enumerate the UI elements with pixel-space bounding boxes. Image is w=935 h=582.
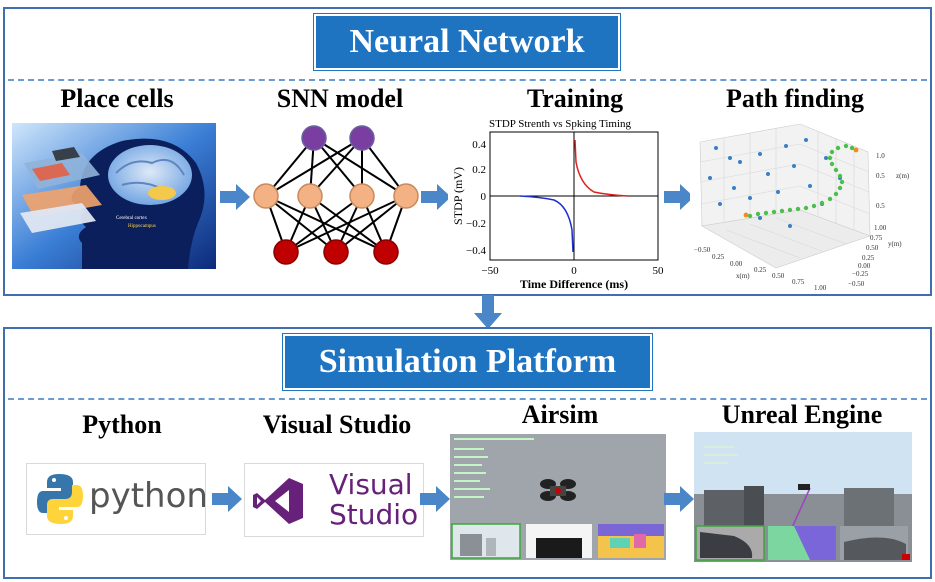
y-tick-3d: −0.50: [848, 280, 865, 288]
y-tick: −0.2: [466, 218, 486, 230]
neural-network-banner: Neural Network: [313, 13, 621, 71]
stage-label-airsim: Airsim: [521, 400, 599, 429]
visual-studio-icon: [253, 478, 303, 524]
python-logo: python: [26, 463, 206, 535]
stage-label-python: Python: [82, 410, 162, 439]
visual-studio-text-1: Visual: [329, 468, 413, 501]
stage-label-snn-model: SNN model: [276, 84, 404, 113]
x-tick-3d: 0.00: [730, 260, 743, 268]
y-tick-3d: −0.25: [852, 270, 869, 278]
arrow-right-icon: [664, 184, 694, 210]
snn-model-diagram: [253, 125, 419, 265]
stdp-chart-title: STDP Strenth vs Spking Timing: [489, 118, 632, 130]
y-tick: −0.4: [466, 245, 486, 257]
z-tick: 0.5: [876, 172, 885, 180]
place-cells-brain-image: Cerebral cortex Hippocampus: [12, 123, 216, 269]
z-tick: 0.5: [876, 202, 885, 210]
arrow-right-icon: [420, 486, 450, 512]
y-label-3d: y(m): [888, 240, 902, 248]
stage-label-unreal-engine: Unreal Engine: [721, 400, 883, 429]
python-icon: [37, 474, 83, 524]
visual-studio-logo: Visual Studio: [244, 463, 424, 537]
brain-annotation-2: Hippocampus: [128, 224, 156, 229]
neuron-hidden: [349, 183, 375, 209]
y-tick-3d: 0.25: [862, 254, 875, 262]
x-tick: 50: [653, 265, 665, 277]
neuron-hidden: [393, 183, 419, 209]
stage-label-place-cells: Place cells: [60, 84, 174, 113]
x-label-3d: x(m): [736, 272, 750, 280]
neuron-hidden: [297, 183, 323, 209]
path-finding-3d-plot: 1.0 0.5 z(m) 0.5 1.00 0.75 0.50 y(m) 0.2…: [690, 118, 924, 292]
x-tick: 0: [571, 265, 577, 277]
ltd-curve: [519, 195, 574, 253]
x-tick-3d: 0.25: [712, 253, 725, 261]
x-tick-3d: −0.50: [694, 246, 711, 254]
simulation-platform-divider: [8, 398, 927, 400]
ltp-curve: [574, 139, 629, 197]
x-tick: −50: [481, 265, 499, 277]
y-tick: 0.4: [472, 139, 486, 151]
y-tick-3d: 0.00: [858, 262, 871, 270]
z-tick: 1.0: [876, 152, 885, 160]
x-tick-3d: 0.25: [754, 266, 767, 274]
arrow-down-icon: [474, 295, 502, 329]
neural-network-divider: [8, 79, 927, 81]
neuron-hidden: [253, 183, 279, 209]
arrow-right-icon: [664, 486, 694, 512]
y-tick-3d: 0.75: [870, 234, 883, 242]
z-label: z(m): [896, 172, 910, 180]
brain-annotation-1: Cerebral cortex: [116, 216, 147, 221]
stage-label-path-finding: Path finding: [726, 84, 864, 113]
y-tick-3d: 1.00: [874, 224, 887, 232]
x-tick-3d: 0.75: [792, 278, 805, 286]
y-tick: 0: [481, 191, 487, 203]
neuron-output: [323, 239, 349, 265]
drone-icon: [540, 479, 576, 501]
stdp-chart: STDP Strenth vs Spking Timing 0.4 0.2 0 …: [448, 114, 670, 294]
unreal-engine-screenshot: [694, 432, 912, 562]
x-tick-3d: 1.00: [814, 284, 827, 292]
airsim-screenshot: [450, 434, 666, 560]
simulation-platform-banner: Simulation Platform: [282, 333, 653, 391]
x-tick-3d: 0.50: [772, 272, 785, 280]
visual-studio-text-2: Studio: [329, 498, 419, 531]
neuron-output: [373, 239, 399, 265]
neuron-input: [349, 125, 375, 151]
python-logo-text: python: [89, 476, 206, 516]
arrow-right-icon: [212, 486, 242, 512]
stage-label-visual-studio: Visual Studio: [262, 410, 412, 439]
neuron-input: [301, 125, 327, 151]
arrow-right-icon: [220, 184, 250, 210]
arrow-right-icon: [421, 184, 451, 210]
stage-label-training: Training: [526, 84, 624, 113]
y-tick: 0.2: [472, 164, 486, 176]
x-axis-label: Time Difference (ms): [520, 277, 628, 291]
y-axis-label: STDP (mV): [451, 167, 465, 225]
neuron-output: [273, 239, 299, 265]
y-tick-3d: 0.50: [866, 244, 879, 252]
